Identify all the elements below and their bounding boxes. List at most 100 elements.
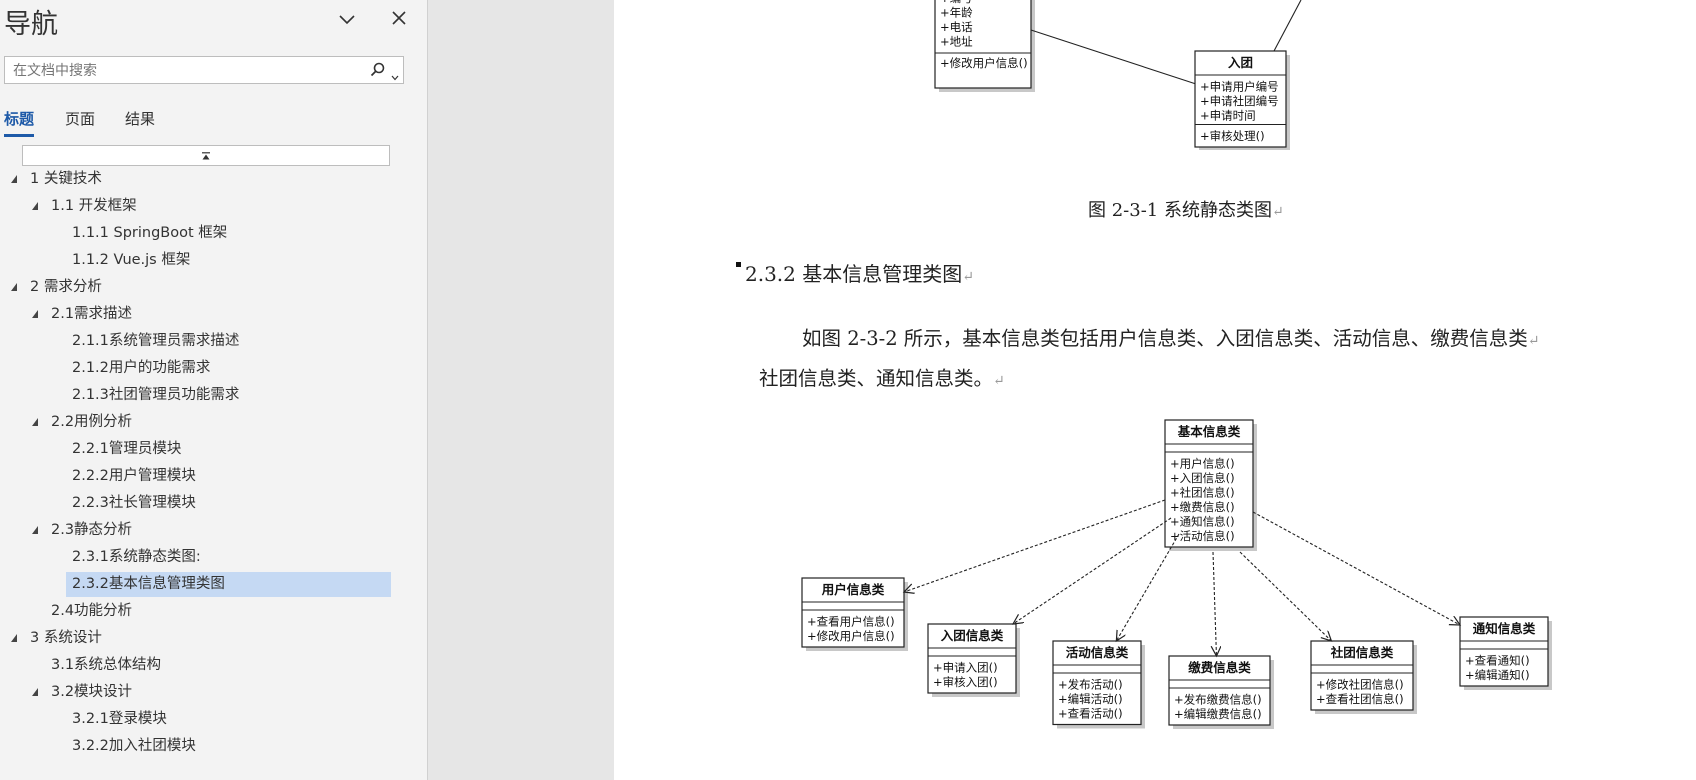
base-class-box-method: +通知信息() xyxy=(1170,515,1235,529)
outline-item-label: 3 系统设计 xyxy=(30,630,102,646)
outline-item[interactable]: 1 关键技术 xyxy=(0,167,420,192)
heading-bullet-icon xyxy=(736,262,741,267)
base-class-box-method: +入团信息() xyxy=(1170,471,1235,485)
child-class-box-method: +发布活动() xyxy=(1058,678,1123,692)
child-class-box-method: +查看活动() xyxy=(1058,707,1123,721)
association-line xyxy=(1273,0,1302,52)
child-class-box xyxy=(1052,640,1142,726)
child-class-box-method: +查看社团信息() xyxy=(1316,692,1404,706)
chevron-down-icon xyxy=(338,11,356,30)
tab-results[interactable]: 结果 xyxy=(125,110,156,128)
expand-triangle-icon[interactable] xyxy=(32,310,38,318)
child-class-box-method: +审核入团() xyxy=(933,675,998,689)
expand-triangle-icon[interactable] xyxy=(11,634,17,642)
outline-item-label: 2.3静态分析 xyxy=(51,522,133,538)
expand-triangle-icon[interactable] xyxy=(32,202,38,210)
outline-item[interactable]: 1.1 开发框架 xyxy=(0,194,420,219)
user-class-attribute: +电话 xyxy=(940,20,973,34)
section-heading: 2.3.2 基本信息管理类图↵ xyxy=(736,258,974,287)
outline-item-label: 2 需求分析 xyxy=(30,279,102,295)
outline-item[interactable]: 2.2用例分析 xyxy=(0,410,420,435)
base-class-box-method: +社团信息() xyxy=(1170,486,1235,500)
child-class-box-method: +编辑活动() xyxy=(1058,692,1123,706)
outline-item[interactable]: 2.2.3社长管理模块 xyxy=(0,491,420,516)
outline-item[interactable]: 2.4功能分析 xyxy=(0,599,420,624)
outline-item[interactable]: 1.1.1 SpringBoot 框架 xyxy=(0,221,420,246)
tab-headings[interactable]: 标题 xyxy=(4,110,35,137)
join-class-box-attribute: +申请用户编号 xyxy=(1200,80,1279,94)
outline-item-label: 3.2模块设计 xyxy=(51,684,133,700)
child-class-box-method: +申请入团() xyxy=(933,661,998,675)
nav-close-button[interactable] xyxy=(383,4,415,36)
join-class-box-method: +审核处理() xyxy=(1200,129,1265,143)
expand-triangle-icon[interactable] xyxy=(11,283,17,291)
outline-item[interactable]: 2.2.1管理员模块 xyxy=(0,437,420,462)
outline-item[interactable]: 2.1需求描述 xyxy=(0,302,420,327)
outline-item[interactable]: 2.1.1系统管理员需求描述 xyxy=(0,329,420,354)
outline-item-label: 2.1.1系统管理员需求描述 xyxy=(72,333,240,349)
outline-item[interactable]: 3 系统设计 xyxy=(0,626,420,651)
collapse-all-button[interactable] xyxy=(22,145,390,166)
outline-item-label: 2.2用例分析 xyxy=(51,414,133,430)
join-class-box-attribute: +申请时间 xyxy=(1200,109,1256,123)
child-class-box xyxy=(1459,616,1549,687)
base-class-box-name: 基本信息类 xyxy=(1177,424,1241,439)
base-class-box-method: +用户信息() xyxy=(1170,457,1235,471)
child-class-box-name: 活动信息类 xyxy=(1066,645,1129,660)
outline-item[interactable]: 3.2模块设计 xyxy=(0,680,420,705)
outline-item-label: 1 关键技术 xyxy=(30,171,102,187)
search-input[interactable] xyxy=(11,59,365,83)
search-icon[interactable] xyxy=(370,62,385,81)
child-class-box xyxy=(1168,655,1271,726)
outline-item-label: 2.1需求描述 xyxy=(51,306,133,322)
outline-item[interactable]: 1.1.2 Vue.js 框架 xyxy=(0,248,420,273)
base-class-box-method: +活动信息() xyxy=(1170,529,1235,543)
outline-item[interactable]: 2.3.1系统静态类图: xyxy=(0,545,420,570)
nav-options-button[interactable] xyxy=(331,4,363,36)
outline-item[interactable]: 3.2.1登录模块 xyxy=(0,707,420,732)
outline-item[interactable]: 2.3静态分析 xyxy=(0,518,420,543)
document-gutter xyxy=(428,0,614,780)
child-class-box-name: 缴费信息类 xyxy=(1188,660,1251,675)
expand-triangle-icon[interactable] xyxy=(32,418,38,426)
close-icon xyxy=(391,10,407,30)
dependency-arrow xyxy=(1116,533,1180,641)
tab-pages[interactable]: 页面 xyxy=(65,110,96,128)
basic-info-class-diagram: 基本信息类+用户信息()+入团信息()+社团信息()+缴费信息()+通知信息()… xyxy=(801,419,1552,729)
outline-item[interactable]: 3.1系统总体结构 xyxy=(0,653,420,678)
expand-triangle-icon[interactable] xyxy=(32,526,38,534)
dependency-arrow xyxy=(1252,511,1460,625)
search-box xyxy=(4,56,404,84)
outline-item-label: 3.1系统总体结构 xyxy=(51,657,162,673)
outline-item[interactable]: 2.1.2用户的功能需求 xyxy=(0,356,420,381)
child-class-box-method: +修改社团信息() xyxy=(1316,678,1404,692)
outline-item-label: 3.2.2加入社团模块 xyxy=(72,738,196,754)
expand-triangle-icon[interactable] xyxy=(32,688,38,696)
child-class-box-method: +编辑通知() xyxy=(1465,668,1530,682)
user-class-method: +修改用户信息() xyxy=(940,56,1028,70)
paragraph-line-1: 如图 2-3-2 所示，基本信息类包括用户信息类、入团信息类、活动信息、缴费信息… xyxy=(802,327,1540,350)
outline-item[interactable]: 2 需求分析 xyxy=(0,275,420,300)
outline-item[interactable]: 2.2.2用户管理模块 xyxy=(0,464,420,489)
child-class-box xyxy=(801,577,905,648)
navigation-pane: 导航 标题 页面 结果 // mark active tab 1 关键技术1.1… xyxy=(0,0,428,780)
join-class-box xyxy=(1194,50,1287,148)
outline-item[interactable]: 2.1.3社团管理员功能需求 xyxy=(0,383,420,408)
child-class-box xyxy=(927,623,1017,694)
collapse-up-icon xyxy=(201,146,211,165)
child-class-box xyxy=(1310,640,1414,711)
outline-item-label: 2.1.2用户的功能需求 xyxy=(72,360,211,376)
outline-item-label: 2.2.2用户管理模块 xyxy=(72,468,196,484)
expand-triangle-icon[interactable] xyxy=(11,175,17,183)
outline-item-label: 2.1.3社团管理员功能需求 xyxy=(72,387,240,403)
child-class-box-name: 社团信息类 xyxy=(1330,645,1394,660)
document-page: +编号+年龄+电话+地址+修改用户信息()入团+申请用户编号+申请社团编号+申请… xyxy=(614,0,1696,780)
child-class-box-method: +修改用户信息() xyxy=(807,629,895,643)
search-options-chevron-icon[interactable] xyxy=(391,66,399,85)
outline-item[interactable]: 3.2.2加入社团模块 xyxy=(0,734,420,759)
dependency-arrow xyxy=(1213,551,1216,656)
child-class-box-method: +发布缴费信息() xyxy=(1174,693,1262,707)
child-class-box-name: 通知信息类 xyxy=(1473,621,1536,636)
base-class-box xyxy=(1164,419,1254,548)
outline-item[interactable]: 2.3.2基本信息管理类图 xyxy=(66,572,391,597)
